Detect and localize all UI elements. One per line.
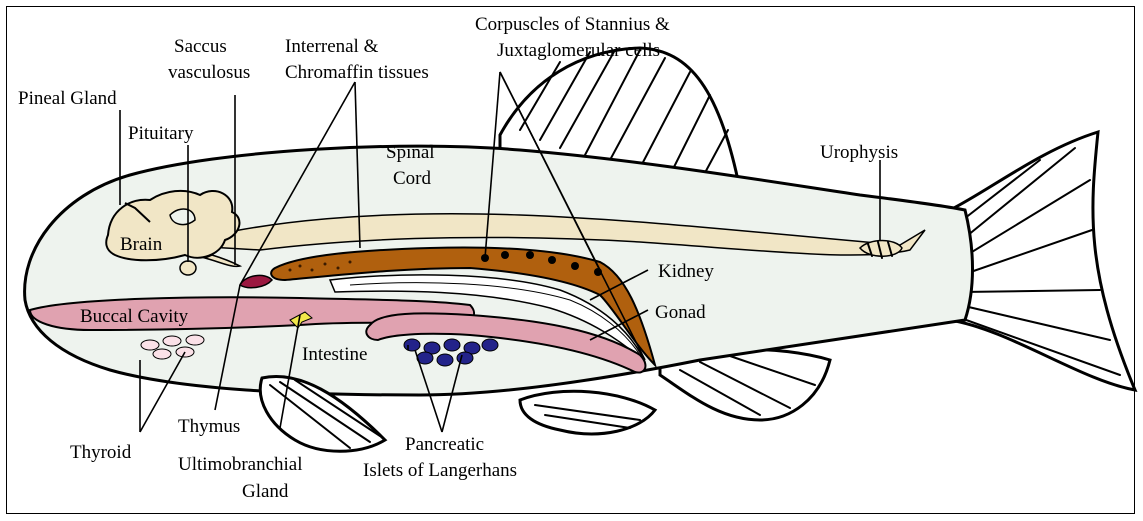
label-intestine: Intestine [302,344,367,365]
label-pancreatic-2: Islets of Langerhans [363,460,517,481]
label-thymus: Thymus [178,416,240,437]
label-pancreatic-1: Pancreatic [405,434,484,455]
label-saccus-1: Saccus [174,36,227,57]
label-interrenal-1: Interrenal & [285,36,379,57]
pelvic-fin [520,391,655,434]
caudal-fin [950,132,1135,390]
label-urophysis: Urophysis [820,142,898,163]
pituitary [180,261,196,275]
label-pituitary: Pituitary [128,123,194,144]
label-corpuscles-2: Juxtaglomerular cells [497,40,660,61]
label-saccus-2: vasculosus [168,62,250,83]
label-spinal-2: Cord [393,168,432,189]
label-buccal-cavity: Buccal Cavity [80,306,189,327]
label-spinal-1: Spinal [386,142,435,163]
label-pineal: Pineal Gland [18,88,117,109]
label-corpuscles-1: Corpuscles of Stannius & [475,14,670,35]
label-kidney: Kidney [658,261,714,282]
label-ultimobranchial-1: Ultimobranchial [178,454,303,475]
label-brain: Brain [120,234,163,255]
label-gonad: Gonad [655,302,706,323]
label-ultimobranchial-2: Gland [242,481,289,502]
label-interrenal-2: Chromaffin tissues [285,62,429,83]
label-thyroid: Thyroid [70,442,132,463]
brain-ventricle [170,209,195,225]
